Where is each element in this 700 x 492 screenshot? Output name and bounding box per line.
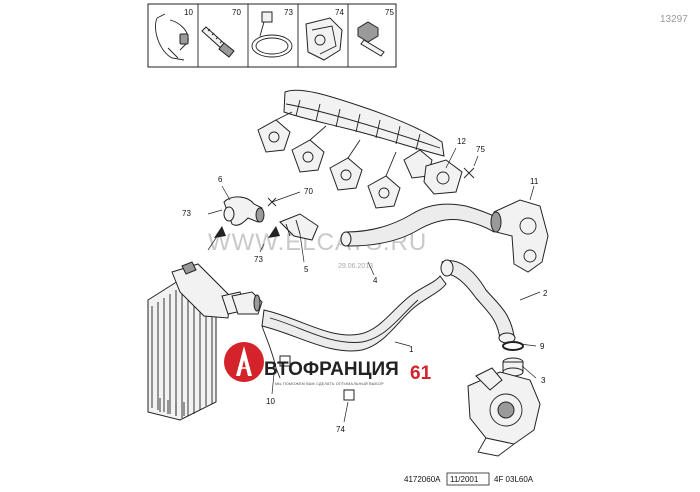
inset-label-75: 75 [385,8,394,17]
connector-5 [279,213,319,241]
footer-code: 4172060A [404,475,441,484]
label-part-74: 74 [336,425,345,434]
clip-74-lower [343,389,355,401]
elbow-housing-11 [490,199,549,273]
watermark-date: 29.06.2013 [338,263,373,270]
label-part-4: 4 [373,276,378,285]
label-part-10: 10 [266,397,275,406]
o-ring-9 [502,341,524,351]
brand-logo-emblem [224,342,264,382]
footer-date: 11/2001 [450,475,479,484]
label-part-73-left: 73 [182,209,191,218]
clip-10-wire [261,325,281,379]
clip-10-square [279,355,291,367]
footer-codes: 4172060A 11/2001 4F 03L60A [404,472,534,486]
parts-inset-strip: 10 70 73 74 75 [147,3,397,68]
leader-lines [207,147,541,423]
footer-date-box [446,472,490,486]
label-part-73-mid: 73 [254,255,263,264]
brand-letters: ВТОФРАНЦИЯ [264,359,399,380]
arrow-73-mid [268,226,280,238]
hose-2 [441,260,515,341]
inset-label-70: 70 [232,8,241,17]
hose-1 [261,275,447,352]
brand-number: 61 [410,363,432,384]
inset-label-10: 10 [184,8,193,17]
hose-4 [345,203,499,247]
label-part-11: 11 [530,177,539,186]
inset-clamp-73: 73 [251,8,293,58]
label-part-5: 5 [304,265,309,274]
turbocharger [467,367,541,457]
inset-bolt-70: 70 [201,8,241,58]
footer-ref: 4F 03L60A [494,475,534,484]
catalog-reference: 13297 [660,14,688,25]
inset-label-74: 74 [335,8,344,17]
inset-stud-75: 75 [357,8,394,57]
brand-logo: ВТОФРАНЦИЯ 61 МЫ ПОМОЖЕМ ВАМ СДЕЛАТЬ ОПТ… [224,342,432,386]
stud-marker-75 [463,167,475,179]
inset-clip-10: 10 [155,8,193,61]
label-part-9: 9 [540,342,545,351]
label-part-1: 1 [409,345,414,354]
inset-bracket-74: 74 [305,8,344,61]
label-part-3: 3 [541,376,546,385]
inset-label-73: 73 [284,8,293,17]
exhaust-manifold [257,89,463,209]
label-part-12: 12 [457,137,466,146]
intercooler [147,261,247,421]
sleeve-3 [502,357,524,377]
label-part-6: 6 [218,175,223,184]
elbow-6 [223,196,265,226]
label-part-75: 75 [476,145,485,154]
brand-tagline: МЫ ПОМОЖЕМ ВАМ СДЕЛАТЬ ОПТИМАЛЬНЫЙ ВЫБОР [275,382,384,386]
label-part-70: 70 [304,187,313,196]
label-part-2: 2 [543,289,548,298]
